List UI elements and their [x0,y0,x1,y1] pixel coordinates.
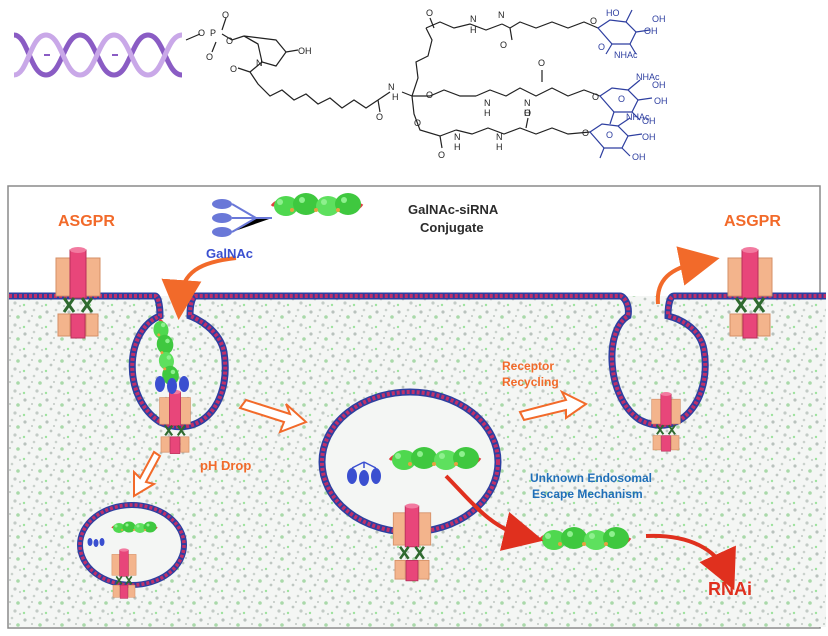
atom-o: O [198,28,205,38]
hollow-arrow-ph-drop [133,450,162,498]
atom-oh: OH [652,80,666,90]
escape-label-line1: Unknown Endosomal [530,471,652,485]
atom-nh: N [484,98,491,108]
asgpr-receptor-right [726,245,774,340]
asgpr-receptor-small-endosome [111,547,137,600]
atom-o: O [230,64,237,74]
atom-p: P [210,28,216,38]
atom-nh: N [498,10,505,20]
atom-o: O [226,36,233,46]
galnac-in-pit [155,376,189,394]
galnac-free-icon [347,461,381,486]
atom-nh: N [524,98,531,108]
atom-o: O [222,10,229,20]
atom-h: H [470,25,477,35]
atom-oh: OH [644,26,658,36]
escape-label-line2: Escape Mechanism [532,487,643,501]
atom-oh: OH [298,46,312,56]
dna-helix-icon [13,32,183,78]
sugar-rings [589,9,653,159]
atom-oh: OH [632,152,646,162]
atom-nhac: NHAc [626,112,650,122]
asgpr-receptor-endosome [392,502,432,583]
atom-oh: OH [652,14,666,24]
recycling-exit-arrow [655,246,720,305]
atom-o: O [598,42,605,52]
atom-h: H [496,142,503,152]
uptake-arrow [161,256,237,320]
receptor-label-line2: Recycling [502,375,559,389]
atom-nhac: NHAc [636,72,660,82]
atom-o: O [606,130,613,140]
atom-o: O [524,108,531,118]
atom-o: O [376,112,383,122]
atom-o: O [592,92,599,102]
atom-oh: OH [654,96,668,106]
galnac-label: GalNAc [206,246,253,261]
atom-h: H [454,142,461,152]
atom-o: O [500,40,507,50]
asgpr-receptor-pit [158,388,192,455]
atom-o: O [582,128,589,138]
chemical-structure [185,17,601,149]
atom-ho: HO [606,8,620,18]
hollow-arrow-recycling [518,389,588,422]
asgpr-receptor-recycling [650,391,682,453]
asgpr-label-right: ASGPR [724,213,781,230]
atom-oh: OH [642,132,656,142]
atom-nh: N [496,132,503,142]
atom-o: O [426,8,433,18]
ph-drop-label: pH Drop [200,458,251,473]
conjugate-label-line2: Conjugate [420,220,484,235]
galnac-small-endosome [87,538,105,547]
atom-o: O [206,52,213,62]
atom-h: H [524,108,531,118]
hollow-arrow-to-endosome [238,398,308,434]
receptor-label-line1: Receptor [502,359,554,373]
escape-arrow [444,474,544,551]
atom-h: H [392,92,399,102]
atom-n: N [256,58,263,68]
galnac-sirna-conjugate-icon [212,191,364,237]
atom-o: O [414,118,421,128]
asgpr-receptor-left [54,245,102,340]
atom-o: O [618,94,625,104]
atom-o: O [590,16,597,26]
atom-n: N [388,82,395,92]
atom-nhac: NHAc [614,50,638,60]
conjugate-label-line1: GalNAc-siRNA [408,202,499,217]
chemical-atom-labels: O P O O O OH N O N H O O N H N O O O N H… [198,8,668,162]
rnai-arrow [645,533,736,591]
rnai-label: RNAi [708,579,752,599]
atom-nh: N [470,14,477,24]
atom-o: O [538,58,545,68]
atom-o: O [438,150,445,160]
atom-oh: OH [642,116,656,126]
atom-nh: N [454,132,461,142]
atom-o: O [426,90,433,100]
asgpr-label-left: ASGPR [58,213,115,230]
atom-h: H [484,108,491,118]
